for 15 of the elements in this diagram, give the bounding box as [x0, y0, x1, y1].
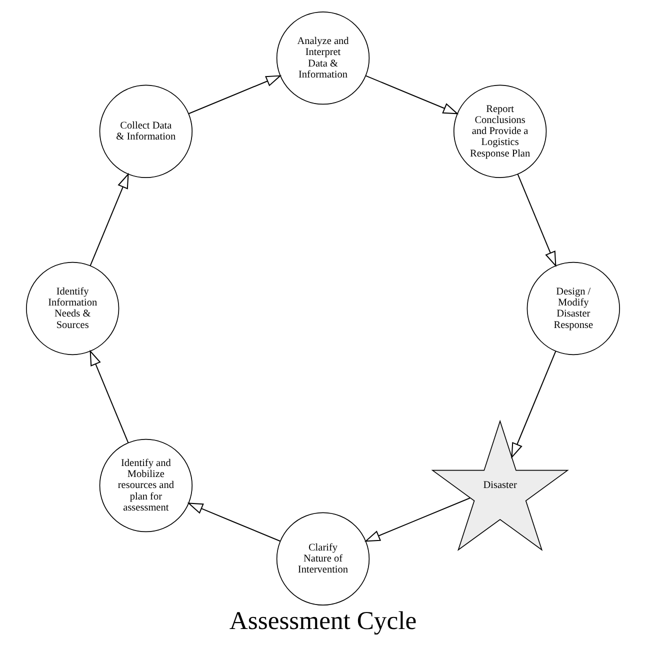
node-circle: Collect Data & Information [98, 84, 192, 178]
arrow [365, 75, 458, 114]
arrow [516, 174, 556, 268]
arrow [510, 351, 556, 459]
arrow [89, 172, 128, 266]
node-circle: Analyze and Interpret Data & Information [276, 11, 370, 105]
diagram-title: Assessment Cycle [228, 606, 416, 635]
node-circle: Design / Modify Disaster Response [526, 262, 620, 356]
node-circle: Identify and Mobilize resources and plan for assessment [98, 438, 192, 532]
arrow [186, 502, 280, 542]
arrow [188, 75, 282, 114]
node-circle: Report Conclusions and Provide a Logistics Response Plan [452, 84, 546, 178]
arrow [89, 350, 128, 443]
node-circle: Clarify Nature of Intervention [276, 512, 370, 606]
node-circle: Identify Information Needs & Sources [26, 262, 119, 356]
